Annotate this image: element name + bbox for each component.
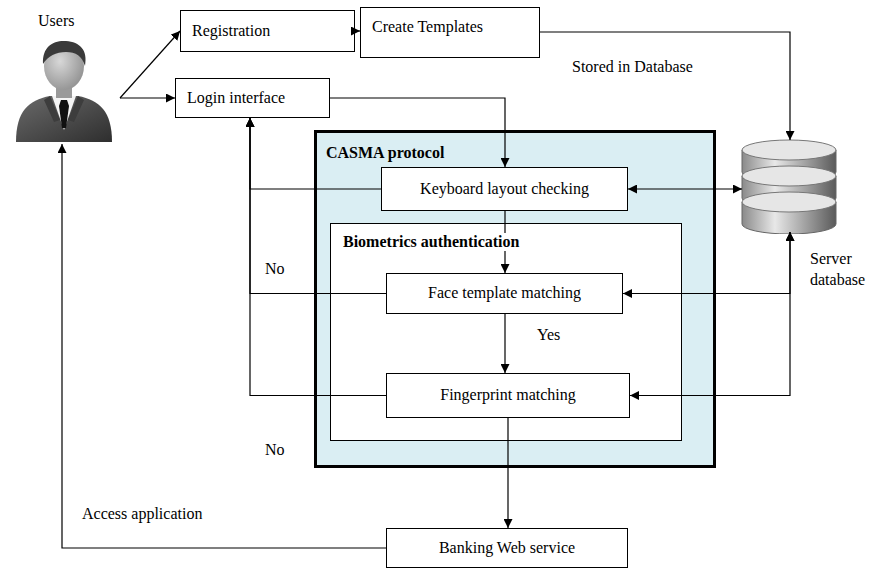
node-text: Users <box>38 12 74 30</box>
process-box: Fingerprint matching <box>386 373 630 418</box>
edge-label: Yes <box>535 326 562 344</box>
node-text: Registration <box>192 22 270 40</box>
node-text: Keyboard layout checking <box>420 180 589 198</box>
user-icon <box>10 34 118 142</box>
edge-label: Stored in Database <box>570 58 695 76</box>
process-box: Keyboard layout checking <box>381 167 628 211</box>
group-box: Biometrics authenticationFace template m… <box>330 223 682 441</box>
process-box: Login interface <box>175 78 330 118</box>
user-actor: Users <box>8 8 120 142</box>
node-text: Login interface <box>187 89 285 107</box>
node-text: Server database <box>810 249 876 291</box>
node-text: Create Templates <box>372 18 483 36</box>
database-node: Server database <box>738 138 878 298</box>
node-text: Banking Web service <box>439 539 575 557</box>
connector-arrow <box>120 31 180 98</box>
protocol-band: CASMA protocolKeyboard layout checkingBi… <box>314 130 716 468</box>
node-text: Biometrics authentication <box>341 233 521 251</box>
process-box: Registration <box>180 10 355 52</box>
database-cylinder <box>740 138 838 234</box>
node-text: Face template matching <box>428 284 581 302</box>
connector-arrow <box>120 97 175 98</box>
edge-label: No <box>263 441 287 459</box>
edge-label: Access application <box>80 505 204 523</box>
process-box: Banking Web service <box>386 528 628 568</box>
edge-label: No <box>263 260 287 278</box>
connector-arrow <box>540 32 790 140</box>
node-text: Fingerprint matching <box>440 386 576 404</box>
process-box: Create Templates <box>360 7 540 58</box>
process-box: Face template matching <box>386 273 623 314</box>
node-text: CASMA protocol <box>326 144 444 162</box>
